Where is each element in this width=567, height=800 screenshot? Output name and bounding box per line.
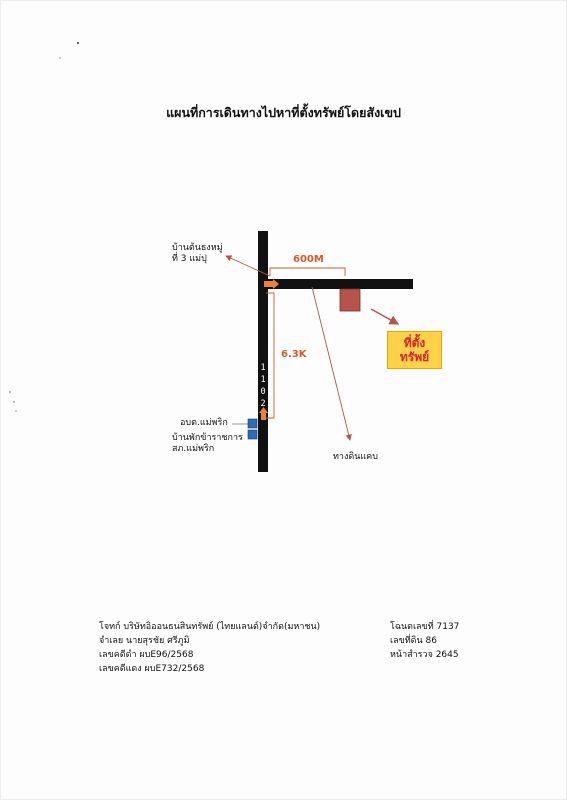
office-building-marker [247,418,258,429]
road-number-char: 1 [260,363,266,373]
junction-arrow-icon [264,279,279,289]
lodge-building-marker [247,429,258,440]
road-number-char: 1 [260,375,266,385]
distance-600m-bracket [269,267,346,276]
site-label-line2: ทรัพย์ [399,350,430,364]
property-marker [339,288,361,312]
road-number-char: 0 [260,387,266,397]
up-arrow-icon [259,407,268,420]
scan-speck [77,42,79,44]
main-road-1102 [258,231,268,472]
office-label: อบต.แม่พริก [180,418,228,428]
red-case-number: เลขคดีแดง ผบE732/2568 [99,664,205,674]
village-label-line2: ที่ 3 แม่ปุ [172,254,207,264]
distance-6-3k-bracket [266,292,275,419]
lodge-label-line1: บ้านพักข้าราชการ [172,433,243,443]
road-number-1102: 1 1 0 2 [258,362,268,410]
lodge-label-line2: สภ.แม่พริก [172,444,215,454]
case-details: โจทก์ บริษัทอิออนธนสินทรัพย์ (ไทยแลนด์)จ… [99,620,320,676]
dirt-road-pointer [311,286,352,441]
land-number: เลขที่ดิน 86 [390,636,437,646]
deed-details: โฉนดเลขที่ 7137 เลขที่ดิน 86 หน้าสำรวจ 2… [390,620,459,662]
side-road [258,279,413,289]
scan-speck [59,57,61,59]
scan-speck [9,391,11,393]
defendant-line: จำเลย นายสุรชัย ศรีภูมิ [99,636,190,646]
property-site-label: ที่ตั้ง ทรัพย์ [387,331,442,369]
black-case-number: เลขคดีดำ ผบE96/2568 [99,650,194,660]
distance-600m: 600M [293,254,324,265]
village-label-line1: บ้านต้นธงหมู่ [172,243,223,253]
deed-number: โฉนดเลขที่ 7137 [390,622,460,632]
distance-6-3k: 6.3K [281,349,307,360]
page-title: แผนที่การเดินทางไปหาที่ตั้งทรัพย์โดยสังเ… [166,105,401,120]
survey-page: หน้าสำรวจ 2645 [390,650,459,660]
village-pointer [225,255,271,277]
plaintiff-line: โจทก์ บริษัทอิออนธนสินทรัพย์ (ไทยแลนด์)จ… [99,622,321,632]
road-number-char: 2 [260,399,266,409]
dirt-road-label: ทางดินแคบ [333,452,378,462]
site-pointer [370,308,400,325]
scan-speck [13,401,15,403]
scan-speck [15,410,17,412]
site-label-line1: ที่ตั้ง [403,336,426,350]
